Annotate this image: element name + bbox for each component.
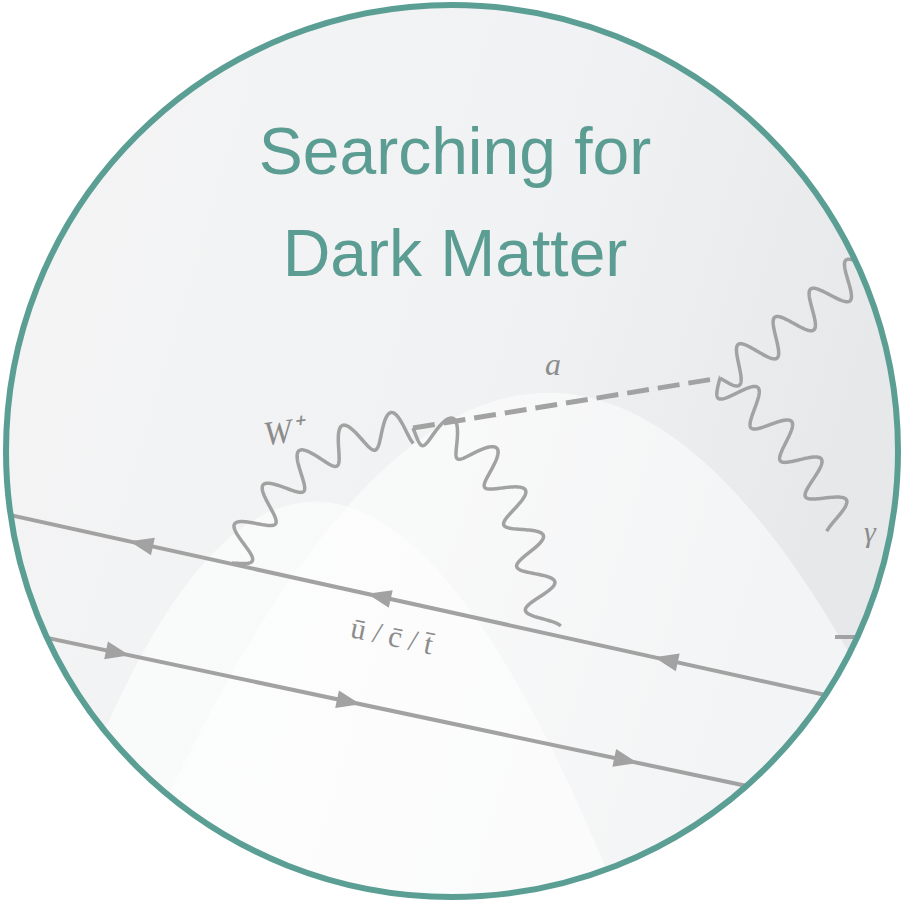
boson-line xyxy=(717,378,847,531)
arrowhead xyxy=(335,690,362,713)
boson-line xyxy=(232,412,413,563)
feynman-diagram xyxy=(10,259,905,793)
boson-line xyxy=(720,259,878,386)
fermion-line xyxy=(10,630,780,793)
particle-label: γ xyxy=(864,515,876,549)
arrowhead xyxy=(128,533,155,556)
fermion-line xyxy=(835,635,905,639)
arrowhead xyxy=(652,648,679,671)
particle-label: W⁺ xyxy=(260,404,305,455)
background-arc xyxy=(120,393,905,903)
fermion-line xyxy=(10,515,830,696)
arrowhead xyxy=(104,642,131,665)
scalar-line xyxy=(413,378,720,428)
particle-label: a xyxy=(545,346,561,383)
arrowhead xyxy=(365,585,392,608)
badge-ring xyxy=(6,5,898,897)
title: Searching for Dark Matter xyxy=(190,100,720,304)
boson-line xyxy=(413,418,561,626)
arrowhead xyxy=(612,749,639,772)
